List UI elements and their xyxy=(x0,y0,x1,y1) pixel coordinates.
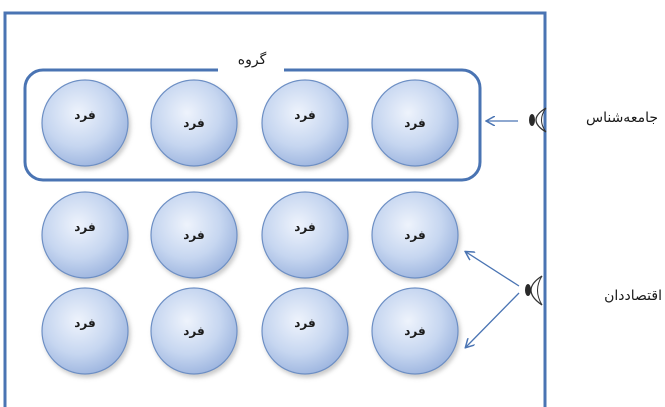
eye-icon xyxy=(529,107,547,133)
individual-circle: فرد xyxy=(41,287,129,375)
economist-arrow-top xyxy=(466,252,520,287)
sociologist-label: جامعه‌شناس xyxy=(586,110,658,126)
individual-label: فرد xyxy=(404,324,425,338)
individual-label: فرد xyxy=(404,228,425,242)
individual-circle: فرد xyxy=(261,191,349,279)
individual-circle: فرد xyxy=(261,287,349,375)
individual-label: فرد xyxy=(294,108,315,122)
outer-frame xyxy=(3,11,547,407)
individual-circles: فرد فرد فرد فرد فرد فرد فرد فرد فرد فرد فرد فرد xyxy=(41,79,459,375)
individual-label: فرد xyxy=(183,228,204,242)
individual-label: فرد xyxy=(74,108,95,122)
individual-circle: فرد xyxy=(41,191,129,279)
individual-label: فرد xyxy=(404,116,425,130)
individual-circle: فرد xyxy=(150,79,238,167)
individual-circle: فرد xyxy=(371,79,459,167)
individual-label: فرد xyxy=(294,316,315,330)
individual-label: فرد xyxy=(183,116,204,130)
individual-label: فرد xyxy=(74,220,95,234)
economist-arrow-bottom xyxy=(466,292,520,347)
individual-label: فرد xyxy=(183,324,204,338)
eye-icon xyxy=(525,275,543,306)
individual-circle: فرد xyxy=(150,287,238,375)
individual-circle: فرد xyxy=(371,191,459,279)
individual-label: فرد xyxy=(294,220,315,234)
economist-label: اقتصاددان xyxy=(604,288,662,304)
individual-label: فرد xyxy=(74,316,95,330)
individual-circle: فرد xyxy=(41,79,129,167)
individual-circle: فرد xyxy=(150,191,238,279)
individual-circle: فرد xyxy=(371,287,459,375)
group-label: گروه xyxy=(238,51,267,68)
individual-circle: فرد xyxy=(261,79,349,167)
